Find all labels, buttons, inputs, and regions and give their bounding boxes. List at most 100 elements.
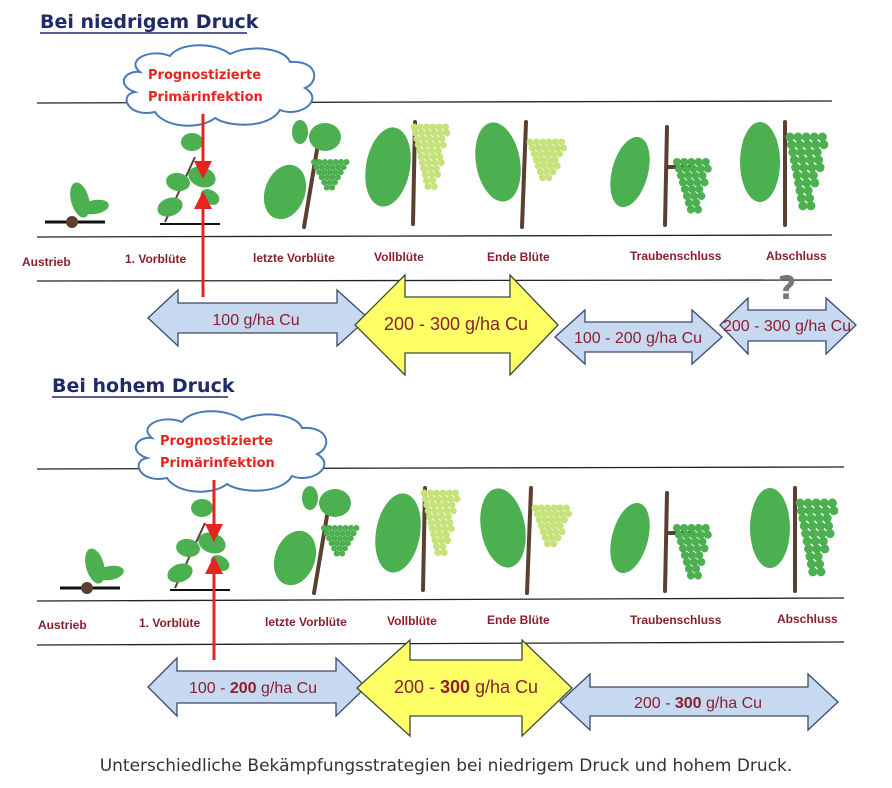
berry-shape	[550, 522, 558, 530]
berry-shape	[447, 525, 455, 533]
berry-shape	[324, 164, 331, 171]
berry-shape	[350, 530, 357, 537]
stage-label: Austrieb	[22, 255, 71, 269]
berry-shape	[693, 544, 702, 553]
berry-shape	[804, 544, 814, 554]
plant-letzte-vorbluete	[263, 120, 350, 229]
berry-shape	[692, 198, 701, 207]
berry-shape	[438, 135, 446, 143]
berry-shape	[429, 177, 437, 185]
berry-shape	[809, 529, 819, 539]
berry-shape	[536, 150, 544, 158]
berry-shape	[539, 510, 547, 518]
dose-arrows: 100 g/ha Cu 200 - 300 g/ha Cu 100 - 200 …	[147, 269, 857, 377]
berry-shape	[423, 123, 431, 131]
berry-shape	[410, 123, 418, 131]
berry-shape	[435, 501, 443, 509]
dose-arrow-2	[354, 273, 559, 377]
berry-shape	[798, 201, 808, 211]
berry-shape	[448, 501, 456, 509]
berry-shape	[548, 534, 556, 542]
stage-label: Vollblüte	[387, 614, 437, 628]
berry-shape	[328, 530, 335, 537]
berry-shape	[422, 147, 430, 155]
berry-shape	[538, 174, 546, 182]
plant-1-vorbluete	[167, 499, 230, 591]
berry-shape	[818, 536, 828, 546]
berry-shape	[430, 129, 438, 137]
berry-shape	[676, 537, 685, 546]
berry-shape	[697, 192, 706, 200]
leaf-shape	[81, 199, 109, 215]
bud-shape	[66, 216, 78, 228]
leaf-shape	[375, 493, 421, 573]
berry-shape	[700, 544, 709, 553]
row-line	[36, 597, 845, 602]
dose-label: 200 - 300 g/ha Cu	[723, 318, 851, 335]
berry-shape	[799, 521, 809, 531]
berry-shape	[429, 123, 437, 131]
berry-shape	[437, 507, 445, 515]
berry-shape	[804, 147, 814, 157]
berry-shape	[795, 498, 805, 508]
berry-shape	[333, 550, 340, 557]
berry-shape	[441, 525, 449, 533]
plant-abschluss	[750, 486, 839, 593]
cloud-text-line2: Primärinfektion	[148, 90, 263, 105]
berry-shape	[812, 544, 822, 554]
berry-shape	[554, 534, 562, 542]
berry-shape	[673, 158, 681, 166]
berry-shape	[432, 543, 440, 551]
section-high-pressure: Bei hohem Druck Prognostizierte Primärin…	[36, 375, 845, 738]
plant-austrieb	[45, 182, 109, 228]
berry-shape	[802, 536, 812, 546]
berry-shape	[688, 185, 697, 194]
berry-shape	[418, 159, 426, 167]
berry-shape	[550, 504, 558, 512]
berry-shape	[444, 513, 452, 521]
berry-shape	[342, 525, 349, 531]
berry-shape	[546, 510, 554, 518]
berry-shape	[414, 141, 422, 149]
berry-shape	[547, 144, 555, 152]
berry-shape	[813, 506, 823, 516]
stage-label: 1. Vorblüte	[139, 616, 200, 630]
berry-shape	[797, 155, 807, 165]
berry-shape	[334, 174, 341, 181]
leaf-shape	[176, 538, 200, 558]
stage-label: letzte Vorblüte	[253, 251, 335, 265]
berry-shape	[805, 155, 815, 165]
berry-shape	[428, 495, 436, 503]
berry-shape	[541, 162, 549, 170]
berry-shape	[680, 524, 689, 532]
berry-shape	[342, 535, 349, 542]
berry-shape	[433, 141, 441, 149]
cloud-text-line2: Primärinfektion	[160, 456, 275, 471]
stage-labels: Austrieb 1. Vorblüte letzte Vorblüte Vol…	[22, 249, 827, 269]
berry-shape	[339, 550, 346, 557]
berry-shape	[550, 540, 558, 548]
berry-shape	[558, 528, 566, 536]
leaf-shape	[157, 197, 183, 217]
berry-shape	[545, 156, 553, 164]
berry-shape	[419, 135, 427, 143]
berry-shape	[687, 524, 696, 532]
berry-shape	[551, 138, 559, 146]
berry-shape	[452, 489, 459, 497]
berry-shape	[442, 531, 450, 539]
berry-shape	[343, 159, 350, 165]
berry-shape	[796, 147, 806, 157]
leaf-shape	[309, 123, 341, 151]
berry-shape	[437, 159, 445, 167]
stage-label: Traubenschluss	[630, 613, 722, 627]
berry-shape	[440, 519, 448, 527]
berry-shape	[546, 528, 554, 536]
berry-shape	[432, 135, 440, 143]
berry-shape	[443, 129, 451, 137]
leaf-shape	[740, 122, 780, 202]
leaf-shape	[610, 136, 650, 208]
berry-shape	[697, 558, 706, 566]
berry-shape	[553, 144, 561, 152]
